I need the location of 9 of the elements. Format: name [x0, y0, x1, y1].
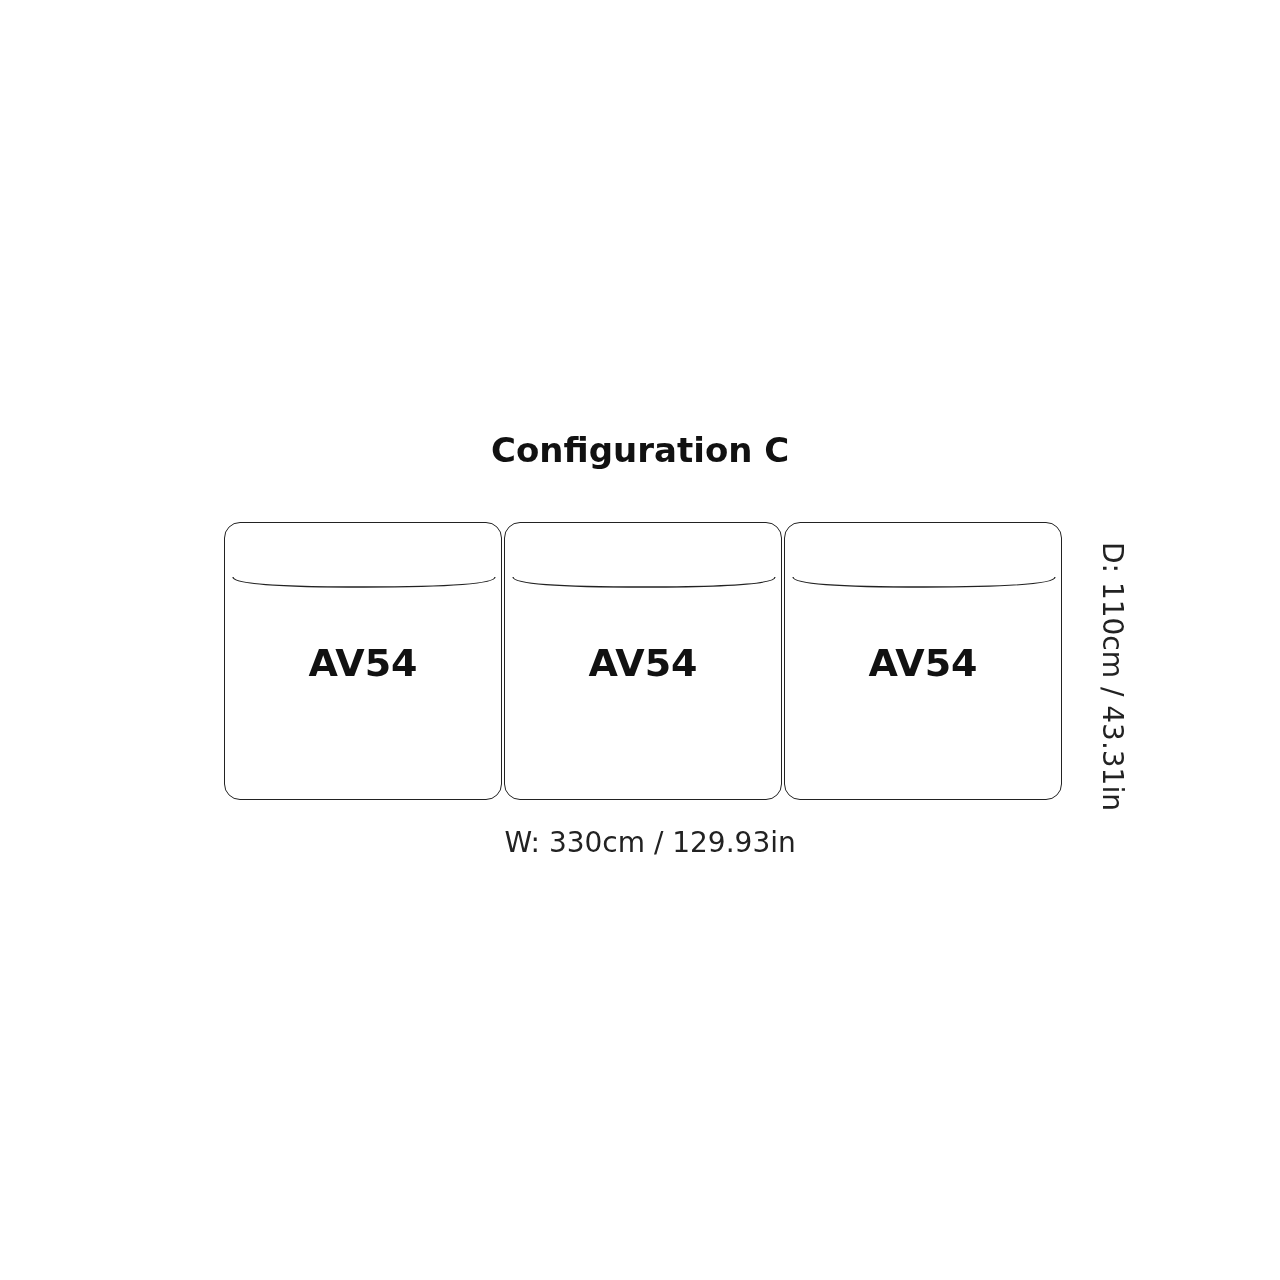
diagram-title: Configuration C [491, 430, 790, 470]
sofa-module [504, 522, 782, 800]
module-code: AV54 [587, 641, 699, 685]
width-dimension: W: 330cm / 129.93in [504, 825, 796, 859]
sofa-module [224, 522, 502, 800]
module-code: AV54 [307, 641, 419, 685]
sofa-module [784, 522, 1062, 800]
depth-dimension: D: 110cm / 43.31in [1095, 541, 1129, 811]
module-code: AV54 [867, 641, 979, 685]
